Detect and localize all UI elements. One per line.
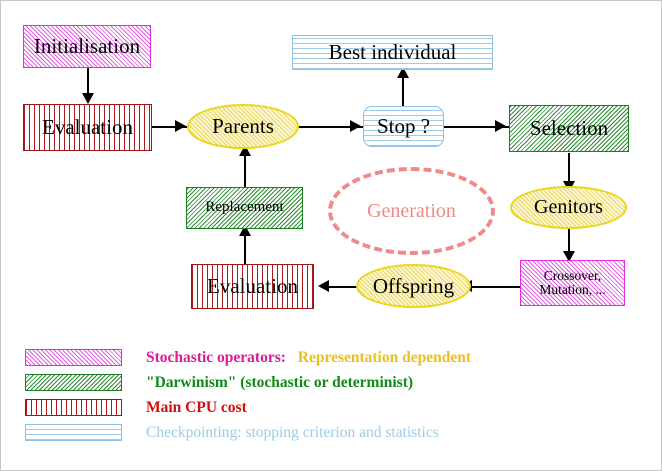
legend-row-main-cpu-cost: Main CPU cost [25,395,471,420]
connector-parents-to-stop [297,126,363,128]
node-operators[interactable]: Crossover, Mutation, ... [520,260,625,306]
node-parents-label: Parents [212,114,274,139]
node-replacement-label: Replacement [205,199,284,216]
legend-label-stochastic-operators: Stochastic operators: Representation dep… [146,349,471,367]
connector-evaluation-to-parents [152,126,187,128]
node-genitors-label: Genitors [534,196,603,218]
connector-stop-to-best-individual [402,71,404,109]
arrowhead-right-parents [175,120,186,132]
legend-row-checkpointing: Checkpointing: stopping criterion and st… [25,420,471,445]
node-best-individual[interactable]: Best individual [292,35,493,70]
arrowhead-right-stop [350,120,361,132]
legend-text-stochastic-operators: Stochastic operators: [146,348,286,366]
node-evaluation-top[interactable]: Evaluation [23,104,152,151]
legend-label-checkpointing: Checkpointing: stopping criterion and st… [146,423,439,441]
arrowhead-right-selection [495,120,506,132]
legend-row-stochastic-operators: Stochastic operators: Representation dep… [25,345,471,370]
generation-label: Generation [367,199,456,222]
generation-boundary: Generation [328,167,495,255]
node-replacement[interactable]: Replacement [186,187,303,229]
legend-swatch-blue-horizontal-lines [25,424,122,441]
legend-label-main-cpu-cost: Main CPU cost [146,398,247,416]
node-initialisation-label: Initialisation [33,34,141,59]
legend-swatch-magenta-diagonal-hatch [25,349,122,366]
arrowhead-down-operators [563,251,575,262]
node-selection-label: Selection [529,116,609,141]
connector-offspring-to-evaluation [321,286,367,288]
connector-operators-to-offspring [464,286,520,288]
legend-swatch-green-diagonal-hatch [25,374,122,391]
arrowhead-up-replacement [239,225,251,236]
node-operators-label-line2: Mutation, ... [539,282,606,297]
arrowhead-up-parents [239,145,251,156]
legend-row-darwinism: "Darwinism" (stochastic or determinist) [25,370,471,395]
node-stop-label: Stop ? [376,114,431,139]
connector-stop-to-selection [444,126,509,128]
node-initialisation[interactable]: Initialisation [23,25,151,68]
node-evaluation-bottom[interactable]: Evaluation [191,264,314,309]
legend: Stochastic operators: Representation dep… [25,345,471,445]
node-evaluation-bottom-label: Evaluation [207,274,298,299]
node-stop[interactable]: Stop ? [363,106,444,147]
node-operators-label-line1: Crossover, [543,267,602,283]
legend-text-representation-dependent: Representation dependent [297,348,472,366]
connector-evaluation-to-replacement [244,229,246,264]
node-selection[interactable]: Selection [509,105,629,152]
node-offspring-label: Offspring [372,273,455,298]
arrowhead-down-evaluation-top [82,93,94,104]
node-best-individual-label: Best individual [328,40,457,65]
legend-label-darwinism: "Darwinism" (stochastic or determinist) [146,373,414,391]
arrowhead-up-best-individual [397,67,409,78]
node-offspring[interactable]: Offspring [356,264,471,308]
connector-initialisation-to-evaluation [87,68,89,96]
node-evaluation-top-label: Evaluation [42,115,133,140]
node-parents[interactable]: Parents [187,104,299,149]
legend-swatch-red-vertical-lines [25,399,122,416]
connector-genitors-to-operators [568,229,570,261]
connector-replacement-to-parents [244,149,246,187]
connector-selection-to-genitors [568,153,570,186]
arrowhead-left-evaluation-bottom [318,280,329,292]
node-genitors[interactable]: Genitors [510,186,627,229]
